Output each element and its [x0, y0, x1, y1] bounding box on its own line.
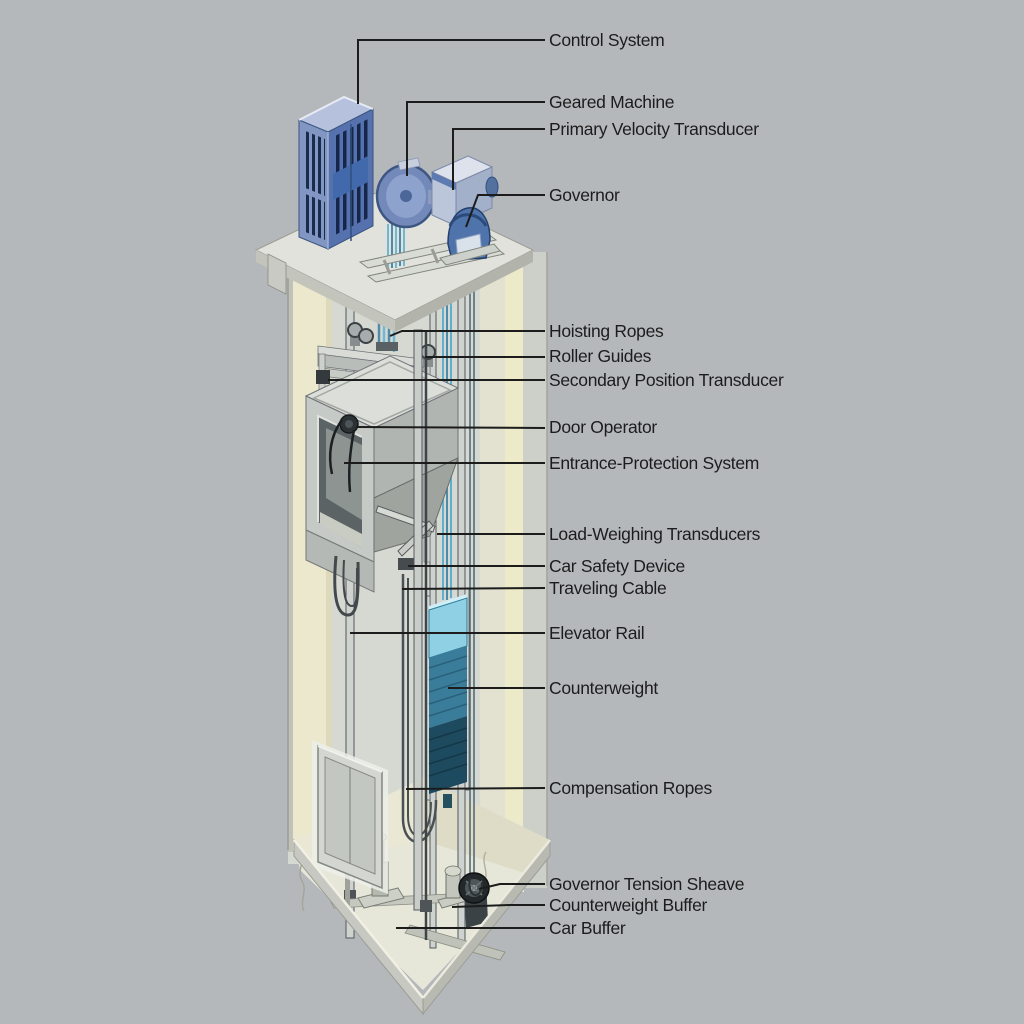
label-secondary-position-transducer: Secondary Position Transducer: [549, 370, 784, 390]
platform-bracket: [267, 253, 287, 295]
leader-lines: [328, 39, 546, 929]
primary-velocity-transducer-device: [485, 176, 499, 198]
leader-governor-tension-sheave: [478, 883, 545, 890]
platform-edge-left: [256, 250, 395, 332]
cabinet-vents: [303, 130, 325, 196]
leader-primary-velocity-transducer: [452, 128, 545, 190]
leader-hoisting-ropes: [389, 330, 545, 337]
label-counterweight: Counterweight: [549, 678, 658, 698]
platform-edge-right: [395, 250, 533, 332]
leader-governor: [465, 194, 545, 228]
label-control-system: Control System: [549, 30, 664, 50]
leader-traveling-cable: [401, 587, 546, 590]
governor-tension-sheave: [458, 872, 490, 928]
label-geared-machine: Geared Machine: [549, 92, 674, 112]
counterweight-stack-dark: [429, 716, 467, 794]
label-traveling-cable: Traveling Cable: [549, 578, 666, 598]
label-hoisting-ropes: Hoisting Ropes: [549, 321, 664, 341]
label-roller-guides: Roller Guides: [549, 346, 652, 366]
label-governor-tension-sheave: Governor Tension Sheave: [549, 874, 744, 894]
label-car-buffer: Car Buffer: [549, 918, 626, 938]
leader-control-system: [357, 39, 545, 104]
secondary-position-transducer-device: [316, 370, 330, 384]
shaft-wall-cream-right: [505, 252, 524, 892]
label-door-operator: Door Operator: [549, 417, 657, 437]
label-elevator-rail: Elevator Rail: [549, 623, 644, 643]
traveling-cable-loops: [333, 555, 360, 617]
labels: Control System Geared Machine Primary Ve…: [549, 30, 784, 938]
label-car-safety-device: Car Safety Device: [549, 556, 685, 576]
landing-door: [312, 740, 388, 894]
label-entrance-protection-system: Entrance-Protection System: [549, 453, 759, 473]
label-counterweight-buffer: Counterweight Buffer: [549, 895, 708, 915]
door-operator-device: [328, 414, 359, 493]
pit-wall-back-right: [423, 778, 550, 875]
label-primary-velocity-transducer: Primary Velocity Transducer: [549, 119, 759, 139]
leader-door-operator: [355, 426, 546, 429]
governor-device: [439, 207, 501, 266]
roller-guides: [347, 322, 436, 367]
leader-geared-machine: [406, 101, 545, 176]
rope-hitch: [376, 342, 398, 351]
car-safety-device-block: [398, 558, 416, 570]
control-cabinet: [297, 95, 375, 250]
leader-compensation-ropes: [405, 787, 546, 790]
label-governor: Governor: [549, 185, 620, 205]
label-compensation-ropes: Compensation Ropes: [549, 778, 712, 798]
counterweight: [425, 587, 470, 808]
leader-counterweight-buffer: [451, 904, 545, 908]
pit-equipment: [329, 832, 506, 961]
label-load-weighing-transducers: Load-Weighing Transducers: [549, 524, 761, 544]
